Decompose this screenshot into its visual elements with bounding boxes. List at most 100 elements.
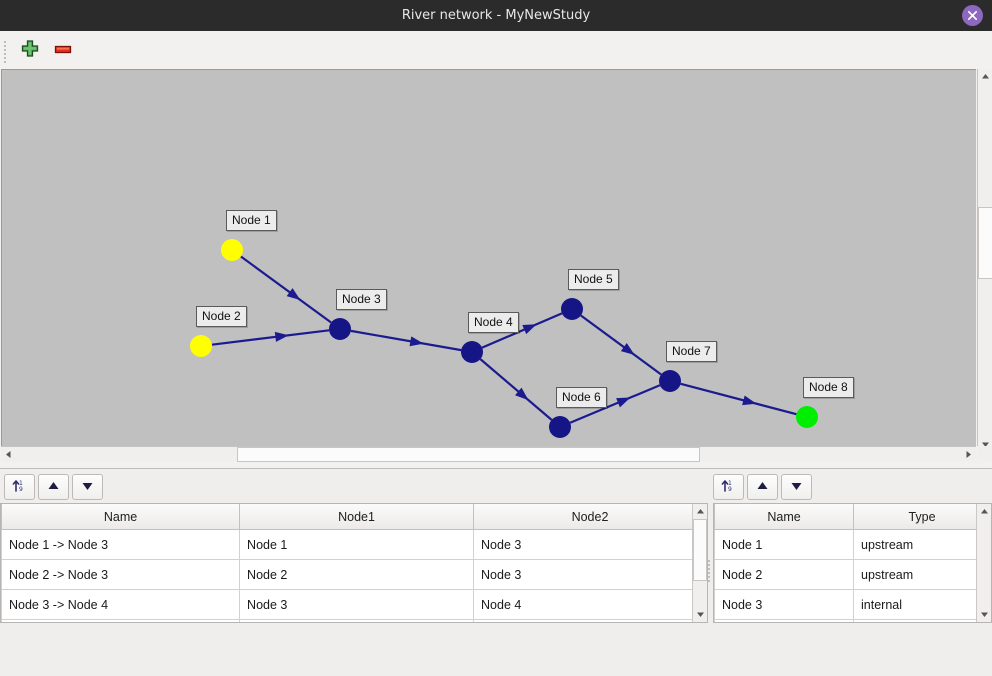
sort-arrow-icon[interactable]: 1 9: [4, 474, 35, 500]
network-graph-svg: [190, 239, 818, 438]
graph-edge[interactable]: [569, 384, 661, 424]
table-cell[interactable]: Node 2: [714, 559, 855, 590]
table-cell[interactable]: Node 3: [239, 589, 475, 620]
graph-node[interactable]: [561, 298, 583, 320]
graph-node[interactable]: [221, 239, 243, 261]
graph-node[interactable]: [190, 335, 212, 357]
graph-node[interactable]: [796, 406, 818, 428]
column-header[interactable]: Node2: [473, 504, 707, 530]
toolbar-drag-handle[interactable]: [4, 39, 8, 63]
graph-node-label[interactable]: Node 2: [196, 306, 247, 327]
table-cell[interactable]: Node 4: [714, 619, 855, 622]
graph-edge[interactable]: [240, 255, 332, 324]
scrollbar-corner: [977, 446, 992, 461]
column-header[interactable]: Type: [853, 504, 991, 530]
graph-horizontal-scrollbar[interactable]: [1, 446, 976, 462]
graph-node[interactable]: [461, 341, 483, 363]
graph-edge[interactable]: [350, 329, 462, 352]
graph-edge-arrow-icon: [515, 387, 529, 401]
column-header[interactable]: Name: [714, 504, 855, 530]
table-cell[interactable]: Node 1: [714, 529, 855, 560]
graph-vertical-scrollbar[interactable]: [977, 69, 992, 452]
graph-edge[interactable]: [479, 358, 553, 421]
title-bar: River network - MyNewStudy: [0, 0, 992, 32]
graph-node-label[interactable]: Node 6: [556, 387, 607, 408]
tables-area: 1 9 1 9: [0, 472, 992, 676]
scroll-down-arrow-icon[interactable]: [977, 607, 991, 622]
graph-node-label[interactable]: Node 4: [468, 312, 519, 333]
green-plus-add-icon[interactable]: [18, 37, 42, 61]
graph-node-label[interactable]: Node 3: [336, 289, 387, 310]
graph-node-label[interactable]: Node 7: [666, 341, 717, 362]
scroll-up-arrow-icon[interactable]: [693, 504, 707, 519]
graph-edge[interactable]: [481, 312, 563, 349]
scroll-up-arrow-icon[interactable]: [977, 504, 991, 519]
scroll-down-arrow-icon[interactable]: [693, 607, 707, 622]
table-cell[interactable]: upstream: [853, 559, 991, 590]
svg-text:9: 9: [728, 486, 732, 493]
graph-node[interactable]: [549, 416, 571, 438]
graph-node-label[interactable]: Node 8: [803, 377, 854, 398]
nodes-table-vertical-scrollbar[interactable]: [976, 504, 991, 622]
graph-node[interactable]: [659, 370, 681, 392]
table-cell[interactable]: internal: [853, 589, 991, 620]
graph-node-label[interactable]: Node 5: [568, 269, 619, 290]
sort-arrow-icon[interactable]: 1 9: [713, 474, 744, 500]
move-up-icon[interactable]: [747, 474, 778, 500]
table-cell[interactable]: Node 4: [473, 589, 707, 620]
table-cell[interactable]: Node 1 -> Node 3: [1, 529, 241, 560]
red-minus-remove-icon[interactable]: [51, 37, 75, 61]
column-header[interactable]: Name: [1, 504, 241, 530]
table-cell[interactable]: Node 3: [473, 559, 707, 590]
graph-node[interactable]: [329, 318, 351, 340]
scroll-left-arrow-icon[interactable]: [1, 447, 16, 462]
scroll-right-arrow-icon[interactable]: [961, 447, 976, 462]
graph-edge-arrow-icon: [620, 343, 635, 356]
table-cell[interactable]: Node 5: [473, 619, 707, 622]
table-cell[interactable]: Node 3: [473, 529, 707, 560]
graph-edge-arrow-icon: [522, 324, 537, 335]
svg-text:9: 9: [19, 486, 23, 493]
column-header[interactable]: Node1: [239, 504, 475, 530]
graph-edge-arrow-icon: [616, 397, 631, 408]
table-cell[interactable]: Node 3: [714, 589, 855, 620]
move-down-icon[interactable]: [781, 474, 812, 500]
table-row[interactable]: Node 4internal: [714, 619, 991, 622]
graph-node-label[interactable]: Node 1: [226, 210, 277, 231]
graph-vertical-scroll-thumb[interactable]: [978, 207, 992, 279]
svg-text:1: 1: [728, 480, 732, 487]
table-cell[interactable]: upstream: [853, 529, 991, 560]
graph-edge[interactable]: [680, 382, 797, 416]
graph-edge[interactable]: [580, 314, 662, 376]
table-cell[interactable]: Node 1: [239, 529, 475, 560]
links-table-scroll-thumb[interactable]: [693, 519, 707, 581]
graph-edge-arrow-icon: [742, 395, 757, 406]
table-cell[interactable]: internal: [853, 619, 991, 622]
table-cell[interactable]: Node 2: [239, 559, 475, 590]
tables-splitter-grip-icon[interactable]: [708, 560, 711, 582]
table-cell[interactable]: Node 4 -> Node 5: [1, 619, 241, 622]
graph-edge[interactable]: [211, 329, 330, 346]
table-cell[interactable]: Node 4: [239, 619, 475, 622]
table-cell[interactable]: Node 2 -> Node 3: [1, 559, 241, 590]
move-up-icon[interactable]: [38, 474, 69, 500]
main-toolbar: [0, 31, 992, 67]
network-graph-canvas[interactable]: Node 1 Node 2 Node 3 Node 4 Node 5 Node 6 Node…: [1, 69, 976, 452]
close-icon[interactable]: [962, 5, 983, 26]
links-table-vertical-scrollbar[interactable]: [692, 504, 707, 622]
graph-horizontal-scroll-thumb[interactable]: [237, 447, 700, 462]
scroll-up-arrow-icon[interactable]: [978, 69, 992, 84]
move-down-icon[interactable]: [72, 474, 103, 500]
table-cell[interactable]: Node 3 -> Node 4: [1, 589, 241, 620]
